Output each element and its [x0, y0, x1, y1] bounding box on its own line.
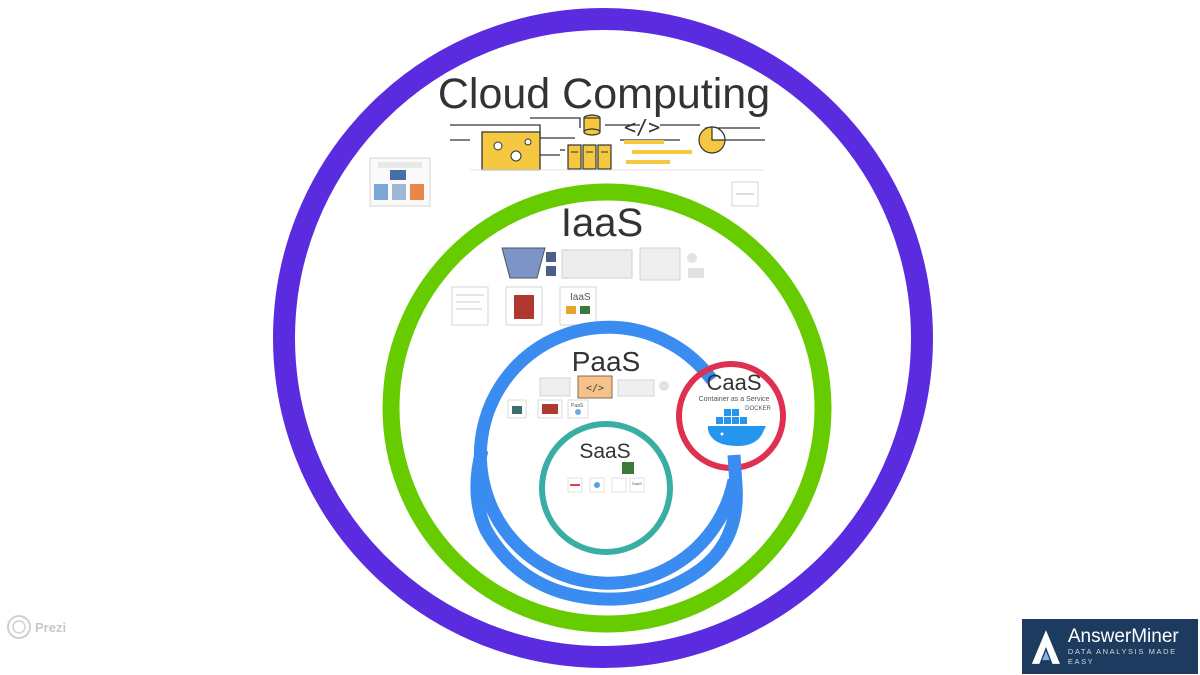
answerminer-mark-icon — [1031, 629, 1060, 664]
iaas-ring — [382, 183, 832, 633]
paas-thumbnails: PaaS — [507, 399, 589, 419]
paas-label: PaaS — [572, 346, 641, 377]
docker-badge: DOCKER — [745, 406, 771, 412]
saas-label: SaaS — [579, 440, 630, 463]
prezi-watermark: Prezi — [6, 614, 66, 640]
docker-whale-icon — [708, 409, 766, 446]
saas-thumbnail-label: SaaS — [632, 481, 642, 486]
paas-illustration: </> — [539, 375, 669, 399]
brand-name: AnswerMiner — [1067, 625, 1179, 647]
iaas-thumbnails: IaaS — [451, 286, 597, 326]
caas-subtitle: Container as a Service — [699, 396, 770, 403]
paas-arc-tail — [470, 448, 743, 606]
caas-label: CaaS — [706, 370, 761, 395]
note-thumbnail — [731, 181, 759, 207]
paas-thumbnail-label: PaaS — [571, 403, 584, 409]
iaas-illustration — [501, 247, 704, 281]
iaas-thumbnail-label: IaaS — [570, 292, 591, 303]
saas-thumbnails: SaaS — [567, 462, 645, 493]
answerminer-logo: AnswerMiner DATA ANALYSIS MADE EASY — [1022, 619, 1198, 674]
prezi-label: Prezi — [35, 619, 67, 635]
cloud-illustration: </> — [450, 114, 765, 171]
flowchart-thumbnail — [369, 157, 431, 207]
iaas-label: IaaS — [561, 201, 643, 245]
diagram-title: Cloud Computing — [438, 70, 770, 118]
svg-text:</>: </> — [586, 383, 604, 394]
prezi-logo-icon — [7, 615, 31, 639]
saas-ring — [539, 421, 673, 555]
outer-ring — [273, 8, 933, 668]
paas-arc — [474, 320, 741, 590]
brand-tagline: DATA ANALYSIS MADE EASY — [1067, 646, 1177, 666]
svg-text:</>: </> — [624, 115, 660, 139]
